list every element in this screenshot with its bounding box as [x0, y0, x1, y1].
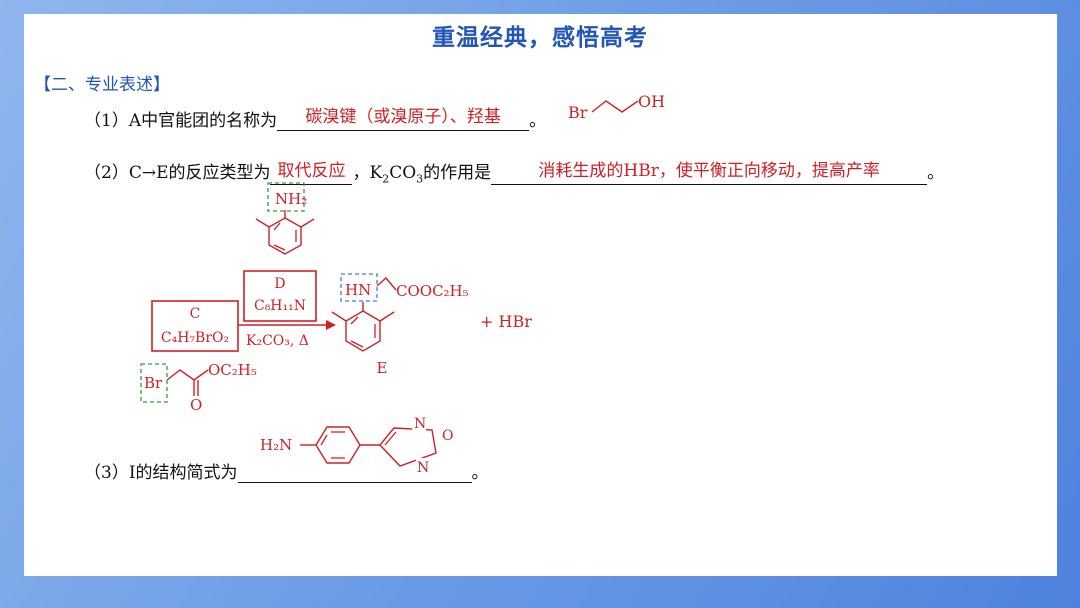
d-ring-double-2 [273, 222, 281, 231]
e-methyl-left [331, 311, 347, 322]
q2-middle-a: ，K [352, 163, 383, 183]
reaction-arrow-head [326, 320, 336, 330]
amine-highlight-box [267, 182, 305, 212]
hn-highlight-box [340, 273, 378, 302]
q2-blank-2: 消耗生成的HBr，使平衡正向移动，提高产率 [491, 161, 928, 186]
box-c [151, 300, 239, 352]
molecule-a: Br OH [568, 92, 665, 122]
d-amine-label: NH₂ [275, 190, 307, 208]
c-o-label: O [190, 396, 202, 414]
c-br-label: Br [144, 374, 163, 392]
q2-middle-b: CO [389, 163, 417, 183]
mol-a-br: Br [568, 103, 588, 122]
i-n2-mask [416, 458, 430, 476]
d-ring-double-3 [273, 244, 286, 251]
e-methyl-right [379, 311, 395, 322]
reaction-conditions: K₂CO₃, Δ [246, 333, 309, 349]
question-1: （1）A中官能团的名称为 碳溴键（或溴原子）、羟基 。 [84, 106, 546, 131]
q1-blank: 碳溴键（或溴原子）、羟基 [277, 107, 530, 131]
q2-blank-1: 取代反应 [270, 161, 353, 186]
q2-answer-2: 消耗生成的HBr，使平衡正向移动，提高产率 [538, 161, 880, 182]
i-n2-label: N [417, 460, 429, 476]
e-ring-double-3 [350, 340, 364, 348]
box-d-formula: C₈H₁₁N [254, 298, 306, 314]
q2-sub-3: 3 [416, 172, 424, 186]
q3-suffix: 。 [471, 463, 489, 483]
mol-a-chain [591, 100, 639, 113]
page-title: 重温经典，感悟高考 [432, 25, 648, 51]
i-ring-double-3 [320, 434, 328, 446]
br-highlight-box [140, 363, 168, 403]
c-chain [166, 369, 209, 381]
i-n1-mask [412, 414, 426, 432]
q3-blank [237, 462, 472, 483]
e-ring-double-2 [350, 316, 359, 325]
i-o-label: O [442, 428, 453, 444]
q2-sub-2: 2 [382, 172, 390, 186]
q2-suffix: 。 [927, 163, 945, 183]
q2-answer-1: 取代反应 [277, 161, 346, 182]
box-c-formula: C₄H₇BrO₂ [161, 330, 229, 346]
e-ch2-link [376, 276, 397, 291]
box-d-letter: D [274, 276, 285, 292]
q2-prefix: （2）C→E的反应类型为 [84, 163, 271, 183]
d-methyl-right [300, 218, 315, 228]
q1-answer: 碳溴键（或溴原子）、羟基 [305, 107, 501, 127]
q1-prefix: （1）A中官能团的名称为 [84, 111, 278, 131]
content-panel [24, 14, 1057, 576]
e-label: E [377, 359, 388, 377]
section-heading: 【二、专业表述】 [34, 75, 170, 95]
e-hn-label: HN [345, 281, 371, 299]
i-oxadiazole-ring [379, 427, 437, 467]
d-methyl-left [255, 218, 270, 228]
q2-middle-c: 的作用是 [423, 163, 492, 183]
i-o-mask [442, 426, 456, 444]
i-n1-label: N [414, 416, 426, 432]
box-c-letter: C [190, 306, 201, 322]
mol-a-oh: OH [638, 92, 665, 111]
c-oc2h5-label: OC₂H₅ [208, 361, 257, 379]
reaction-scheme: NH₂ D C₈H₁₁N C C₄H₇BrO₂ K₂CO₃, Δ Br O OC… [140, 182, 532, 414]
box-d [243, 270, 317, 322]
molecule-i: H₂N N O N [260, 414, 456, 476]
question-3: （3）I的结构简式为 。 [84, 458, 489, 483]
q1-suffix: 。 [529, 111, 547, 131]
byproduct-hbr: + HBr [480, 312, 532, 331]
e-ester-label: COOC₂H₅ [396, 282, 469, 300]
q3-prefix: （3）I的结构简式为 [84, 463, 238, 483]
i-ring-double-4 [384, 431, 397, 446]
question-2: （2）C→E的反应类型为取代反应 ，K2CO3的作用是 消耗生成的HBr，使平衡正向… [84, 158, 945, 186]
i-h2n-label: H₂N [260, 436, 292, 454]
